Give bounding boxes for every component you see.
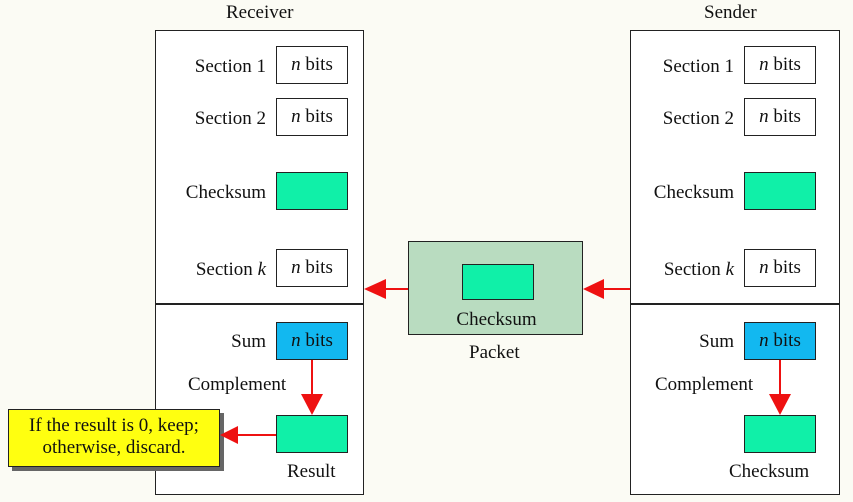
variable-n: n	[759, 330, 769, 351]
sender-sum-value: n bits	[759, 330, 801, 352]
sender-section-k-box: n bits	[744, 249, 816, 287]
variable-n: n	[291, 106, 301, 127]
unit-text: bits	[300, 257, 333, 278]
sender-title: Sender	[704, 2, 757, 23]
variable-n: n	[759, 106, 769, 127]
arrow-receiver-sum-to-result	[301, 360, 323, 415]
receiver-section-2-box: n bits	[276, 98, 348, 136]
packet-checksum-label: Checksum	[456, 309, 537, 330]
receiver-section-k-label: Section k	[196, 259, 266, 281]
receiver-sum-value: n bits	[291, 330, 333, 352]
arrow-sender-to-packet	[583, 279, 630, 299]
receiver-checksum-box	[276, 172, 348, 210]
receiver-checksum-label: Checksum	[185, 182, 266, 203]
sender-section-k-label: Section k	[664, 259, 734, 281]
variable-n: n	[291, 54, 301, 75]
packet-checksum-box	[462, 264, 534, 300]
variable-n: n	[291, 330, 301, 351]
unit-text: bits	[768, 54, 801, 75]
receiver-section-1-box: n bits	[276, 46, 348, 84]
section-text: Section	[663, 259, 726, 280]
receiver-result-box	[276, 415, 348, 453]
receiver-section-2-label: Section 2	[194, 108, 266, 129]
sender-result-checksum-box	[744, 415, 816, 453]
sender-checksum-label: Checksum	[653, 182, 734, 203]
packet-caption: Packet	[469, 342, 520, 363]
receiver-title: Receiver	[226, 2, 294, 23]
unit-text: bits	[300, 106, 333, 127]
variable-n: n	[759, 257, 769, 278]
discard-note: If the result is 0, keep; otherwise, dis…	[8, 409, 220, 467]
note-line-2: otherwise, discard.	[42, 437, 186, 458]
receiver-result-label: Result	[287, 461, 336, 482]
receiver-section-1-value: n bits	[291, 54, 333, 76]
variable-n: n	[759, 54, 769, 75]
variable-n: n	[291, 257, 301, 278]
sender-sum-box: n bits	[744, 322, 816, 360]
receiver-section-k-value: n bits	[291, 257, 333, 279]
sender-complement-label: Complement	[655, 374, 754, 395]
sender-section-2-label: Section 2	[662, 108, 734, 129]
sender-sum-label: Sum	[699, 331, 734, 352]
unit-text: bits	[300, 54, 333, 75]
receiver-section-1-label: Section 1	[194, 56, 266, 77]
receiver-section-k-box: n bits	[276, 249, 348, 287]
sender-section-1-value: n bits	[759, 54, 801, 76]
unit-text: bits	[768, 257, 801, 278]
sender-section-2-value: n bits	[759, 106, 801, 128]
arrow-result-to-note	[220, 426, 276, 444]
sender-checksum-box	[744, 172, 816, 210]
receiver-sum-label: Sum	[231, 331, 266, 352]
variable-k: k	[725, 259, 734, 280]
sender-section-2-box: n bits	[744, 98, 816, 136]
unit-text: bits	[300, 330, 333, 351]
unit-text: bits	[768, 106, 801, 127]
unit-text: bits	[768, 330, 801, 351]
sender-checksum-result-label: Checksum	[729, 461, 810, 482]
sender-section-1-box: n bits	[744, 46, 816, 84]
sender-section-1-label: Section 1	[662, 56, 734, 77]
receiver-section-2-value: n bits	[291, 106, 333, 128]
sender-section-k-value: n bits	[759, 257, 801, 279]
packet-box: Checksum	[408, 241, 583, 335]
note-line-1: If the result is 0, keep;	[29, 415, 199, 436]
arrow-sender-sum-to-checksum	[769, 360, 791, 415]
arrow-packet-to-receiver	[364, 279, 408, 299]
receiver-sum-box: n bits	[276, 322, 348, 360]
section-text: Section	[195, 259, 258, 280]
receiver-complement-label: Complement	[188, 374, 287, 395]
variable-k: k	[257, 259, 266, 280]
